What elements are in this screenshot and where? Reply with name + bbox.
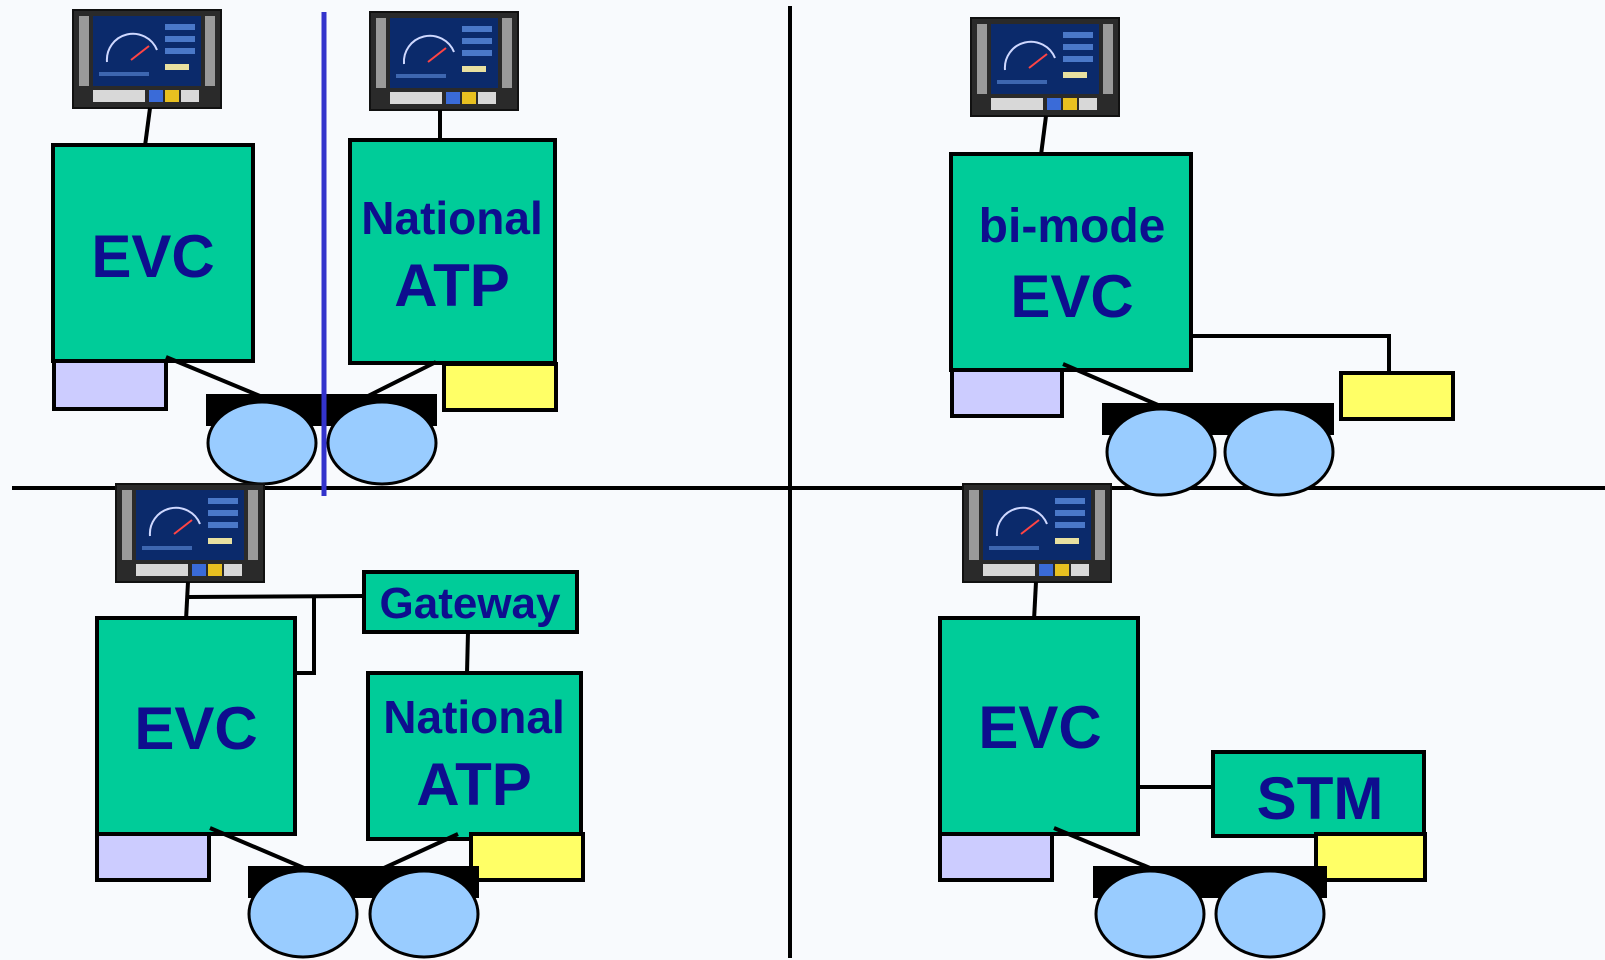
bimode-evc-box <box>949 152 1193 372</box>
wheel-icon <box>1223 407 1335 497</box>
evc-antenna-box <box>95 832 211 882</box>
atp-label: ATP <box>394 252 510 319</box>
gateway-box <box>362 570 579 634</box>
atp-antenna-box <box>469 832 585 882</box>
wheel-icon <box>247 869 359 959</box>
quadrant-top-left: EVC National ATP <box>51 9 558 496</box>
national-label: National <box>383 691 564 743</box>
wheel-icon <box>1094 869 1206 959</box>
dmi-display-icon <box>369 11 519 111</box>
quadrant-bottom-right: EVC STM <box>938 483 1427 959</box>
atp-antenna-box <box>1339 371 1455 421</box>
dmi-display-icon <box>72 9 222 109</box>
dmi-display-icon <box>115 483 265 583</box>
bimode-evc-label: EVC <box>1010 263 1133 330</box>
dmi-display-icon <box>970 17 1120 117</box>
evc-antenna-box <box>52 359 168 411</box>
evc-box <box>938 616 1140 836</box>
wheel-icon <box>1105 407 1217 497</box>
bimode-label: bi-mode <box>979 200 1166 253</box>
wheel-icon <box>1214 869 1326 959</box>
quadrant-bottom-left: Gateway EVC National ATP <box>95 483 585 959</box>
evc-label: EVC <box>134 695 257 762</box>
national-label: National <box>361 192 542 244</box>
dmi-display-icon <box>962 483 1112 583</box>
stm-antenna-box <box>1314 832 1427 882</box>
atp-label: ATP <box>416 751 532 818</box>
evc-antenna-box <box>950 368 1064 418</box>
evc-box <box>51 143 255 363</box>
wheel-icon <box>368 869 480 959</box>
evc-box <box>95 616 297 836</box>
evc-label: EVC <box>91 223 214 290</box>
quadrant-top-right: bi-mode EVC <box>949 17 1455 497</box>
wheel-icon <box>206 400 318 486</box>
evc-antenna-box <box>938 832 1054 882</box>
wheel-icon <box>326 400 438 486</box>
gateway-label: Gateway <box>380 579 562 628</box>
evc-label: EVC <box>978 694 1101 761</box>
stm-label: STM <box>1257 765 1384 832</box>
stm-box <box>1211 750 1426 838</box>
atp-antenna-box <box>442 362 558 412</box>
national-atp-box <box>348 138 557 365</box>
